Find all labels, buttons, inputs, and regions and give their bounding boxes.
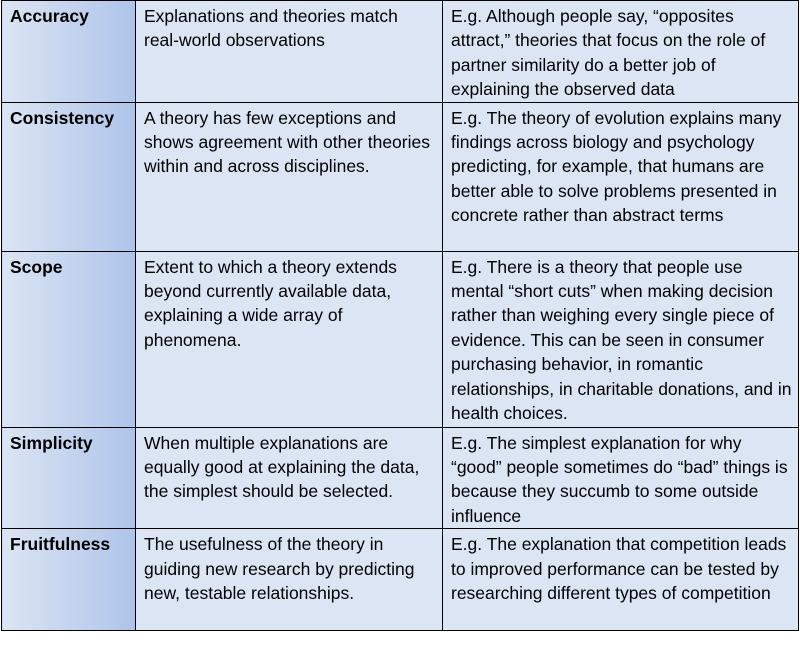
criterion-term: Accuracy: [1, 0, 136, 103]
criterion-term: Simplicity: [1, 426, 136, 530]
table-row-fruitfulness: Fruitfulness The usefulness of the theor…: [1, 528, 799, 632]
theory-criteria-table: Accuracy Explanations and theories match…: [1, 0, 799, 632]
criterion-term: Consistency: [1, 101, 136, 252]
criterion-term: Fruitfulness: [1, 528, 136, 632]
table-row-scope: Scope Extent to which a theory extends b…: [1, 250, 799, 428]
table-row-simplicity: Simplicity When multiple explanations ar…: [1, 426, 799, 530]
table-row-consistency: Consistency A theory has few exceptions …: [1, 101, 799, 252]
table-row-accuracy: Accuracy Explanations and theories match…: [1, 0, 799, 103]
criterion-example: E.g. The explanation that competition le…: [442, 528, 799, 632]
criterion-term: Scope: [1, 250, 136, 428]
criterion-example: E.g. The simplest explanation for why “g…: [442, 426, 799, 530]
criterion-example: E.g. The theory of evolution explains ma…: [442, 101, 799, 252]
criterion-example: E.g. Although people say, “opposites att…: [442, 0, 799, 103]
criterion-definition: A theory has few exceptions and shows ag…: [135, 101, 443, 252]
criterion-example: E.g. There is a theory that people use m…: [442, 250, 799, 428]
criterion-definition: When multiple explanations are equally g…: [135, 426, 443, 530]
criterion-definition: Extent to which a theory extends beyond …: [135, 250, 443, 428]
criterion-definition: The usefulness of the theory in guiding …: [135, 528, 443, 632]
criterion-definition: Explanations and theories match real-wor…: [135, 0, 443, 103]
